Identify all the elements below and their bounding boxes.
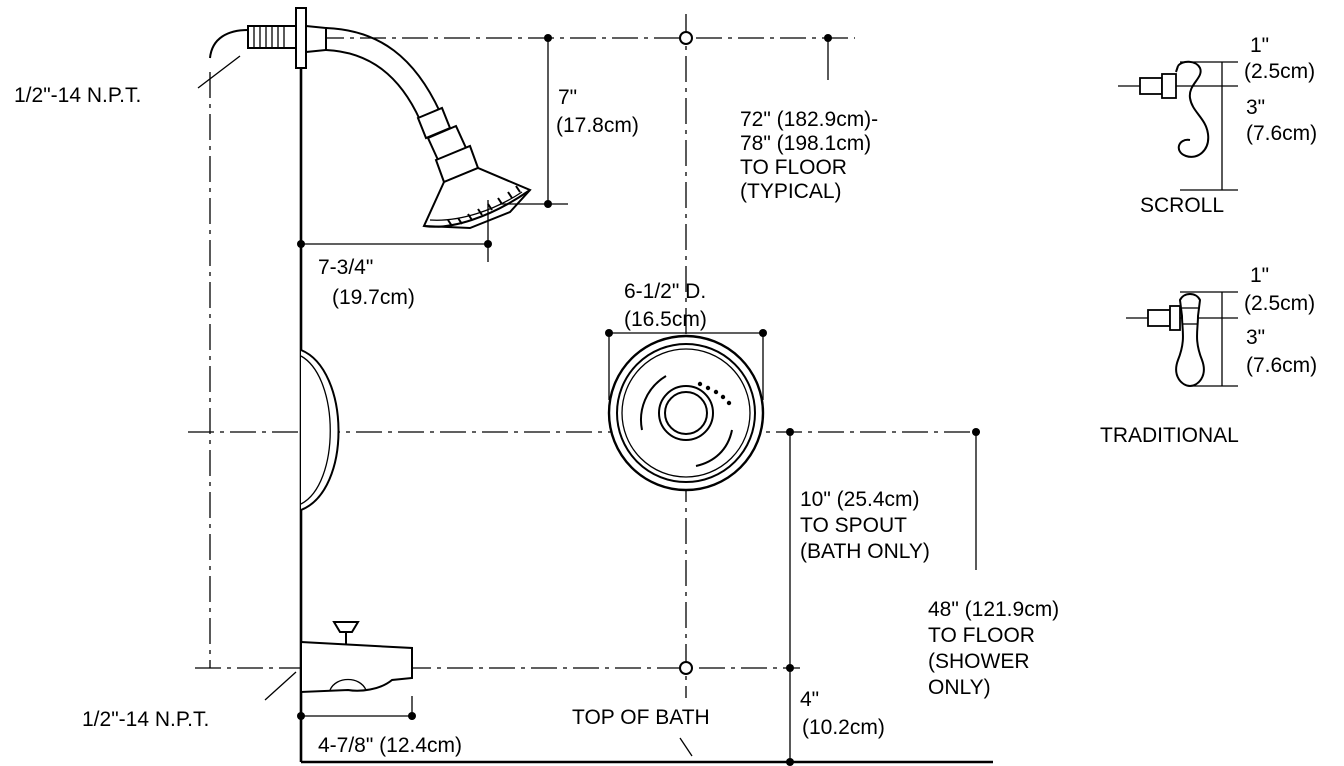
spout-height-line2: TO SPOUT: [800, 514, 907, 537]
temperature-dots: [697, 381, 732, 406]
head-height-line3: TO FLOOR: [740, 156, 847, 179]
scroll-top-inches: 1": [1250, 34, 1269, 57]
bath-inches-label: 4": [800, 688, 819, 711]
spout-height-line3: (BATH ONLY): [800, 540, 930, 563]
diameter-dimension: [605, 329, 767, 400]
reach-cm-label: (19.7cm): [332, 286, 415, 309]
bath-cm-label: (10.2cm): [802, 716, 885, 739]
scroll-top-cm: (2.5cm): [1244, 60, 1315, 83]
valve-trim-profile: [300, 349, 340, 511]
traditional-bottom-cm: (7.6cm): [1246, 354, 1317, 377]
npt-bottom-label: 1/2"-14 N.P.T.: [82, 708, 209, 731]
traditional-top-inches: 1": [1250, 264, 1269, 287]
floor-height-line1: 48" (121.9cm): [928, 598, 1059, 621]
npt-bottom-leader: [264, 671, 297, 701]
spout-height-line1: 10" (25.4cm): [800, 488, 920, 511]
traditional-handle-label: TRADITIONAL: [1100, 424, 1239, 447]
scroll-bottom-inches: 3": [1246, 96, 1265, 119]
diameter-inches-label: 6-1/2" D.: [624, 280, 706, 303]
spray-nozzles: [447, 185, 521, 227]
top-of-bath-label: TOP OF BATH: [572, 706, 710, 729]
drop-cm-label: (17.8cm): [556, 114, 639, 137]
head-height-line4: (TYPICAL): [740, 180, 842, 203]
scroll-bottom-cm: (7.6cm): [1246, 122, 1317, 145]
reach-inches-label: 7-3/4": [318, 256, 373, 279]
traditional-handle: [1126, 291, 1238, 388]
floor-height-line4: ONLY): [928, 676, 991, 699]
traditional-top-cm: (2.5cm): [1244, 292, 1315, 315]
spout-height-dimension: [786, 428, 794, 766]
floor-height-line3: (SHOWER: [928, 650, 1030, 673]
scroll-handle: [1118, 60, 1238, 191]
head-height-marker: [679, 31, 832, 80]
arm-upper-edge: [325, 27, 441, 113]
traditional-bottom-inches: 3": [1246, 326, 1265, 349]
head-height-line2: 78" (198.1cm): [740, 132, 871, 155]
drop-inches-label: 7": [558, 86, 577, 109]
bath-top-marker: [679, 661, 693, 675]
arm-flange: [295, 7, 307, 69]
npt-top-label: 1/2"-14 N.P.T.: [14, 84, 141, 107]
floor-height-line2: TO FLOOR: [928, 624, 1035, 647]
spout-reach-label: 4-7/8" (12.4cm): [318, 734, 462, 757]
supply-elbow: [209, 29, 249, 59]
arm-lower-edge: [325, 49, 421, 121]
spout-reach-dimension: [297, 696, 416, 720]
reach-dimension: [297, 200, 492, 262]
npt-top-leader: [197, 55, 241, 89]
shower-arm: [209, 7, 452, 140]
valve-trim-front: [607, 334, 765, 492]
shower-head: [422, 124, 532, 230]
top-of-bath-leader: [679, 737, 693, 757]
scroll-handle-label: SCROLL: [1140, 194, 1224, 217]
floor-height-dimension: [972, 428, 980, 570]
diverter-knob: [332, 621, 360, 633]
drop-dimension: [500, 34, 568, 208]
tub-spout: [300, 621, 413, 694]
diameter-cm-label: (16.5cm): [624, 308, 707, 331]
head-height-line1: 72" (182.9cm)-: [740, 108, 878, 131]
